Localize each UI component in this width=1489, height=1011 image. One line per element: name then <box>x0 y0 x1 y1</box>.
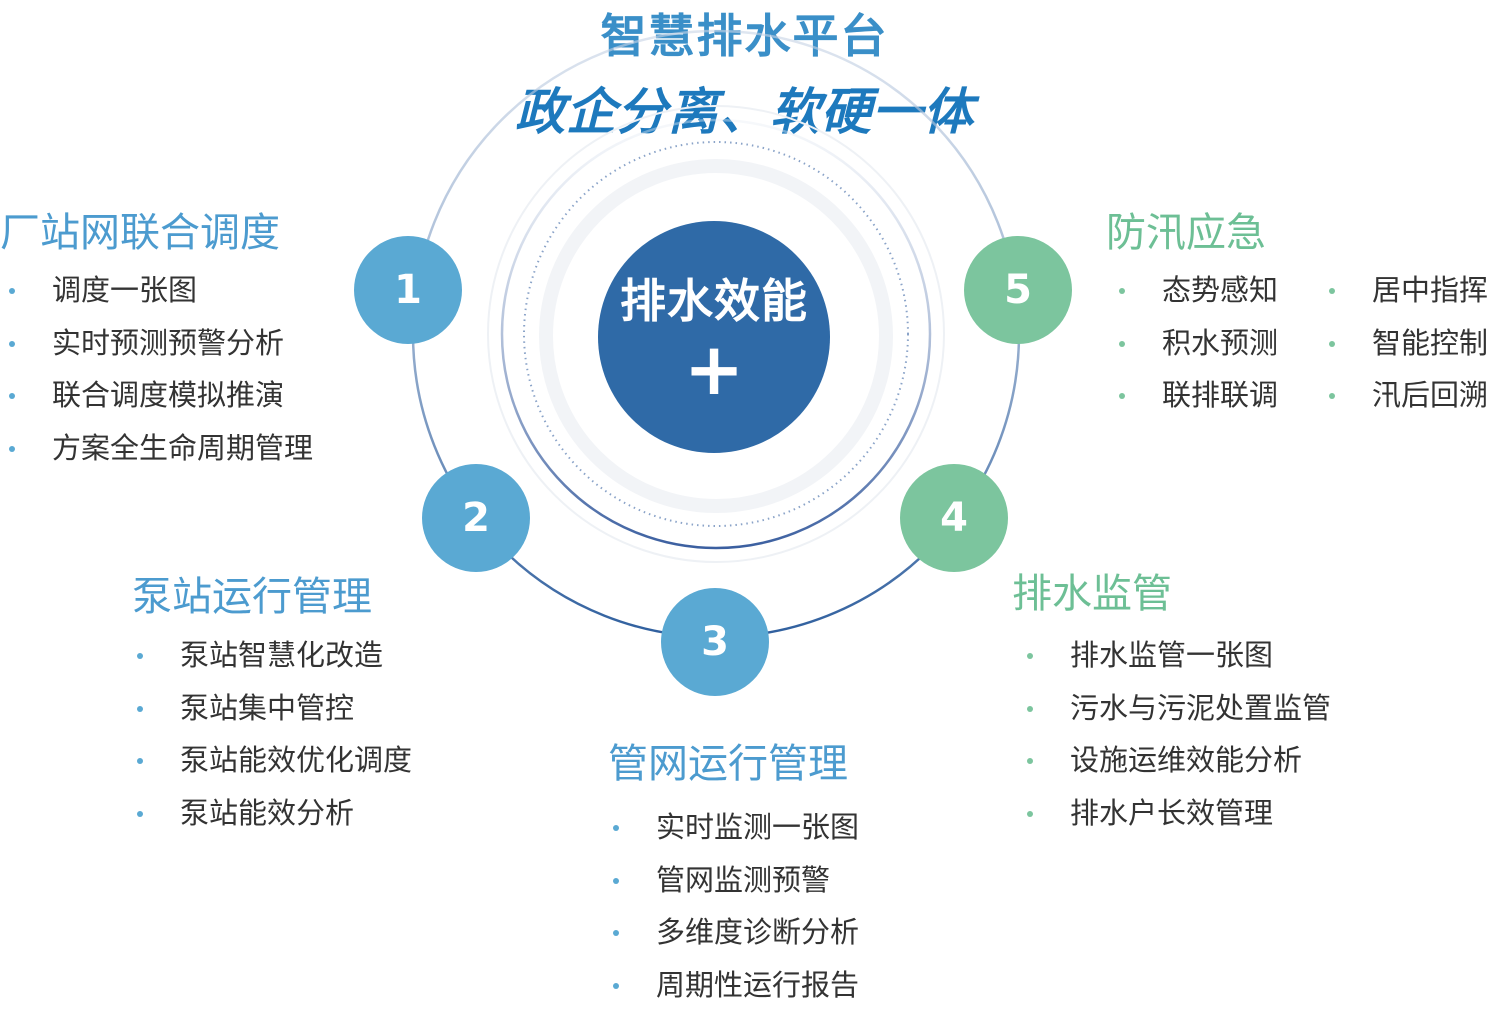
bullet-icon <box>9 288 15 294</box>
bullet-icon <box>1119 341 1125 347</box>
list-item: 调度一张图 <box>6 264 313 317</box>
bullet-icon <box>9 446 15 452</box>
list-item: 管网监测预警 <box>610 854 859 907</box>
bullet-icon <box>613 930 619 936</box>
bullet-icon <box>9 393 15 399</box>
list-item: 方案全生命周期管理 <box>6 422 313 475</box>
module-2-list: 泵站智慧化改造 泵站集中管控 泵站能效优化调度 泵站能效分析 <box>134 629 412 839</box>
bullet-icon <box>1027 758 1033 764</box>
module-2-title: 泵站运行管理 <box>132 564 372 622</box>
list-item: 污水与污泥处置监管 <box>1024 682 1331 735</box>
module-4-list: 排水监管一张图 污水与污泥处置监管 设施运维效能分析 排水户长效管理 <box>1024 629 1331 839</box>
list-item: 多维度诊断分析 <box>610 906 859 959</box>
list-item: 积水预测 <box>1116 317 1278 370</box>
list-item: 泵站智慧化改造 <box>134 629 412 682</box>
badge-4: 4 <box>900 464 1008 572</box>
plus-icon: + <box>684 337 744 401</box>
list-item: 泵站集中管控 <box>134 682 412 735</box>
list-item: 泵站能效优化调度 <box>134 734 412 787</box>
bullet-icon <box>1027 811 1033 817</box>
core-label: 排水效能 <box>620 265 808 331</box>
module-3-title: 管网运行管理 <box>608 731 848 789</box>
list-item: 实时监测一张图 <box>610 801 859 854</box>
module-1-list: 调度一张图 实时预测预警分析 联合调度模拟推演 方案全生命周期管理 <box>6 264 313 474</box>
bullet-icon <box>137 653 143 659</box>
module-3-list: 实时监测一张图 管网监测预警 多维度诊断分析 周期性运行报告 <box>610 801 859 1011</box>
module-4-title: 排水监管 <box>1012 561 1172 619</box>
bullet-icon <box>613 825 619 831</box>
bullet-icon <box>1119 288 1125 294</box>
module-5-list-left: 态势感知 积水预测 联排联调 <box>1116 264 1278 422</box>
bullet-icon <box>9 341 15 347</box>
bullet-icon <box>1027 706 1033 712</box>
list-item: 智能控制 <box>1326 317 1488 370</box>
module-5-list-right: 居中指挥 智能控制 汛后回溯 <box>1326 264 1488 422</box>
bullet-icon <box>137 758 143 764</box>
bullet-icon <box>1329 288 1335 294</box>
list-item: 联合调度模拟推演 <box>6 369 313 422</box>
list-item: 态势感知 <box>1116 264 1278 317</box>
module-5-title: 防汛应急 <box>1106 200 1266 258</box>
badge-3: 3 <box>661 588 769 696</box>
list-item: 周期性运行报告 <box>610 959 859 1011</box>
badge-2: 2 <box>422 464 530 572</box>
bullet-icon <box>1329 393 1335 399</box>
list-item: 排水监管一张图 <box>1024 629 1331 682</box>
bullet-icon <box>137 706 143 712</box>
list-item: 泵站能效分析 <box>134 787 412 840</box>
bullet-icon <box>613 983 619 989</box>
bullet-icon <box>613 878 619 884</box>
list-item: 联排联调 <box>1116 369 1278 422</box>
bullet-icon <box>1027 653 1033 659</box>
badge-1: 1 <box>354 236 462 344</box>
bullet-icon <box>137 811 143 817</box>
list-item: 实时预测预警分析 <box>6 317 313 370</box>
bullet-icon <box>1329 341 1335 347</box>
list-item: 设施运维效能分析 <box>1024 734 1331 787</box>
core-circle: 排水效能 + <box>598 221 830 453</box>
badge-5: 5 <box>964 236 1072 344</box>
module-1-title: 厂站网联合调度 <box>0 200 280 258</box>
bullet-icon <box>1119 393 1125 399</box>
list-item: 居中指挥 <box>1326 264 1488 317</box>
list-item: 汛后回溯 <box>1326 369 1488 422</box>
list-item: 排水户长效管理 <box>1024 787 1331 840</box>
